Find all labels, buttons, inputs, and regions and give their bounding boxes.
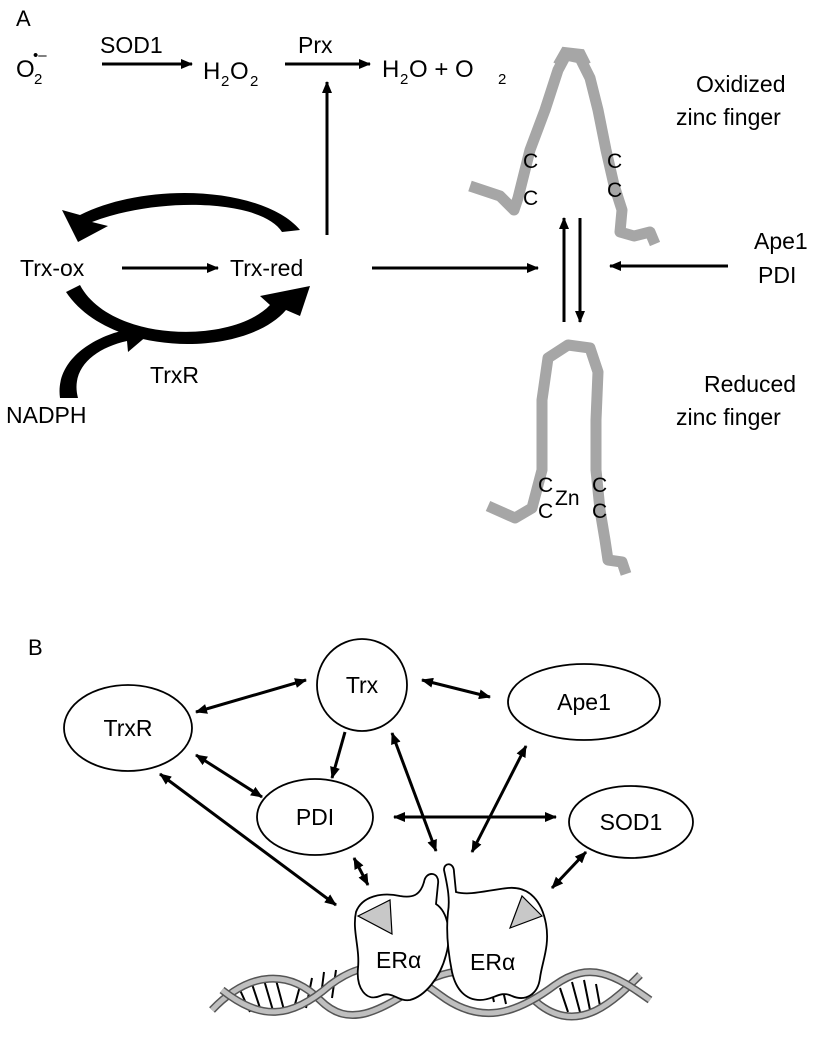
svg-text:Trx: Trx xyxy=(346,672,379,698)
node-sod1: SOD1 xyxy=(568,785,694,859)
svg-text:2: 2 xyxy=(34,71,42,88)
pdi-label: PDI xyxy=(758,262,796,288)
node-ape1: Ape1 xyxy=(507,663,661,741)
svg-text:ERα: ERα xyxy=(376,947,421,973)
cys-label: C xyxy=(607,150,622,173)
svg-text:Ape1: Ape1 xyxy=(557,689,611,715)
svg-text:SOD1: SOD1 xyxy=(600,809,663,835)
svg-text:O: O xyxy=(16,56,35,83)
panel-b-label: B xyxy=(28,635,43,660)
nadph-input-arrow xyxy=(59,320,148,398)
oxidized-label-line1: Oxidized xyxy=(696,71,785,97)
svg-text:•–: •– xyxy=(33,47,47,64)
trxr-pdi-arrow xyxy=(195,753,263,799)
zinc-label: Zn xyxy=(555,487,580,510)
svg-text:H: H xyxy=(382,56,399,83)
trx-ox-label: Trx-ox xyxy=(20,255,85,281)
nadph-label: NADPH xyxy=(6,402,87,428)
svg-text:ERα: ERα xyxy=(470,949,515,975)
svg-text:TrxR: TrxR xyxy=(104,715,153,741)
svg-text:PDI: PDI xyxy=(296,804,334,830)
trx-red-label: Trx-red xyxy=(230,255,303,281)
node-trx: Trx xyxy=(316,638,408,732)
cycle-bottom-arrow xyxy=(66,285,310,345)
cys-label: C xyxy=(592,500,607,523)
superoxide-label: O 2 •– xyxy=(16,47,47,88)
ape1-era-arrow xyxy=(470,745,528,853)
cycle-top-arrow xyxy=(62,192,300,242)
products-label: H 2 O + O 2 xyxy=(382,56,506,88)
panel-a-label: A xyxy=(16,6,31,31)
prx-enzyme-label: Prx xyxy=(298,32,333,58)
sod1-enzyme-label: SOD1 xyxy=(100,32,163,58)
er-alpha-right: ERα xyxy=(443,863,548,1001)
ape1-label: Ape1 xyxy=(754,228,808,254)
cys-label: C xyxy=(538,474,553,497)
pdi-era-arrow xyxy=(352,857,370,886)
svg-text:2: 2 xyxy=(221,73,229,90)
trx-ape1-arrow xyxy=(421,677,491,700)
node-trxr: TrxR xyxy=(63,684,193,772)
trxr-trx-arrow xyxy=(195,678,307,714)
trx-era-arrow xyxy=(390,732,438,852)
oxidized-zinc-finger-ribbon xyxy=(468,46,661,247)
er-alpha-left: ERα xyxy=(354,873,450,1002)
oxidized-label-line2: zinc finger xyxy=(676,104,781,130)
h2o2-label: H 2 O 2 xyxy=(203,58,258,90)
cys-label: C xyxy=(523,187,538,210)
reduced-label-line2: zinc finger xyxy=(676,404,781,430)
svg-text:2: 2 xyxy=(250,73,258,90)
svg-text:O: O xyxy=(230,58,249,85)
reduced-label-line1: Reduced xyxy=(704,371,796,397)
dna-helix xyxy=(209,962,653,1021)
reduced-zinc-finger-ribbon xyxy=(485,339,632,576)
trx-to-pdi-arrow xyxy=(330,731,347,779)
cys-label: C xyxy=(607,179,622,202)
cys-label: C xyxy=(523,150,538,173)
trxr-label: TrxR xyxy=(150,362,199,388)
svg-text:2: 2 xyxy=(498,71,506,88)
interaction-arrows xyxy=(159,677,588,907)
cys-label: C xyxy=(538,500,553,523)
trxr-era-arrow xyxy=(159,772,337,907)
svg-text:H: H xyxy=(203,58,220,85)
sod1-era-arrow xyxy=(550,850,588,890)
node-pdi: PDI xyxy=(256,778,374,856)
svg-text:O + O: O + O xyxy=(409,56,474,83)
cys-label: C xyxy=(592,474,607,497)
svg-text:2: 2 xyxy=(400,71,408,88)
